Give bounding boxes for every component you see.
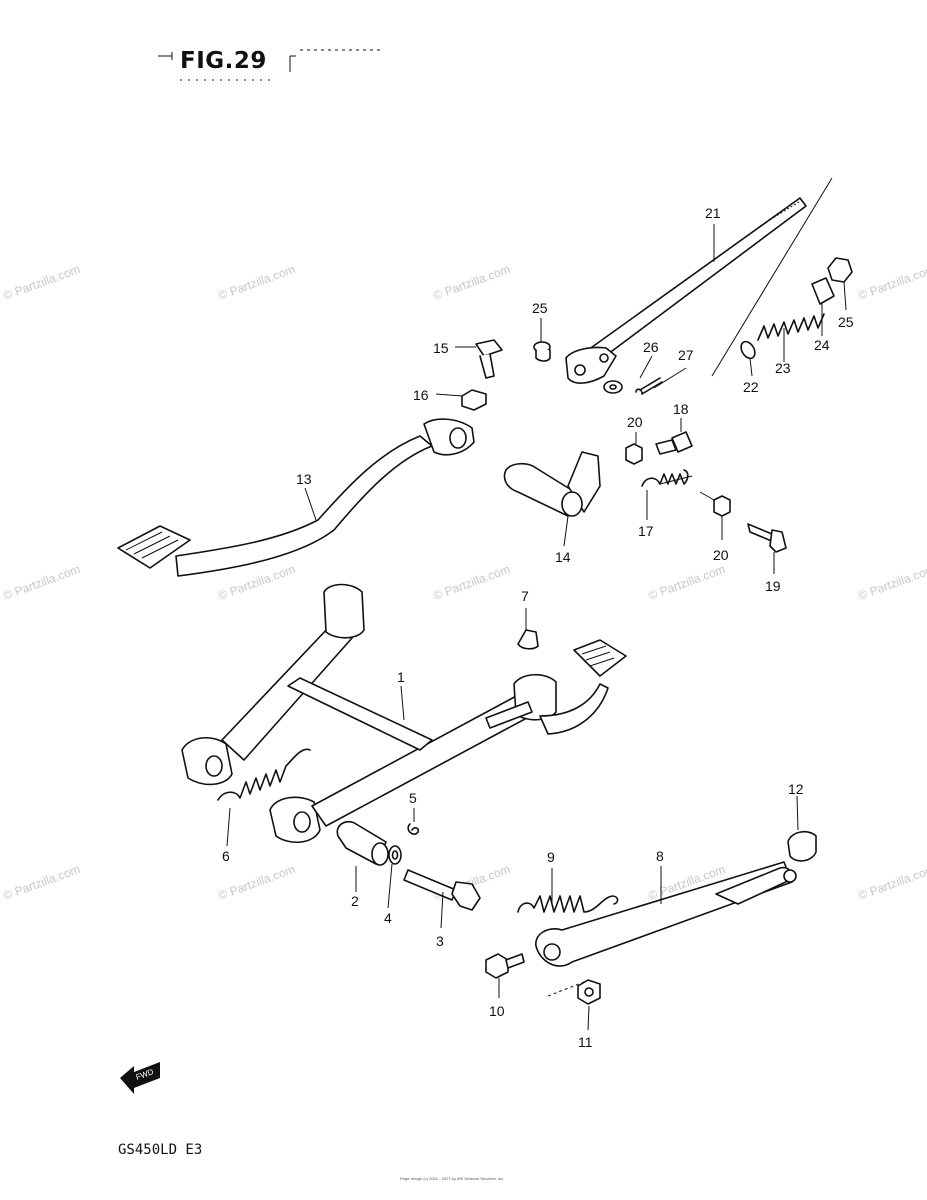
label-part-18: 18 bbox=[673, 401, 689, 417]
part-25-nut bbox=[827, 257, 853, 283]
figure-title: FIG.29 bbox=[180, 48, 267, 74]
label-part-25: 25 bbox=[838, 314, 854, 330]
part-20-nut-lower bbox=[713, 495, 731, 517]
watermark: © Partzilla.com bbox=[646, 562, 727, 603]
part-6-spring bbox=[217, 748, 311, 801]
part-18-bolt bbox=[655, 431, 693, 455]
copyright-credit: Page design (c) 2001 - 2017 by ARI Netwo… bbox=[400, 1176, 505, 1181]
part-23-spring bbox=[757, 313, 825, 341]
part-27-washer bbox=[603, 380, 623, 394]
part-labels: 15 16 25 21 26 27 22 23 24 25 20 18 13 1… bbox=[222, 205, 854, 1050]
label-part-22: 22 bbox=[743, 379, 759, 395]
part-15-bolt bbox=[475, 339, 503, 379]
label-part-13: 13 bbox=[296, 471, 312, 487]
watermark: © Partzilla.com bbox=[1, 562, 82, 603]
watermark: © Partzilla.com bbox=[216, 862, 297, 903]
leader-lines bbox=[226, 224, 847, 1031]
title-decorations bbox=[158, 49, 380, 81]
watermark: © Partzilla.com bbox=[1, 862, 82, 903]
part-13-brake-pedal bbox=[117, 418, 475, 577]
watermark: © Partzilla.com bbox=[856, 562, 927, 603]
part-9-spring bbox=[517, 895, 619, 913]
watermark: © Partzilla.com bbox=[1, 262, 82, 303]
watermark: © Partzilla.com bbox=[431, 262, 512, 303]
part-1-center-stand bbox=[181, 583, 627, 843]
watermark: © Partzilla.com bbox=[431, 562, 512, 603]
label-part-16: 16 bbox=[413, 387, 429, 403]
label-part-11: 11 bbox=[578, 1034, 593, 1050]
label-part-6: 6 bbox=[222, 848, 230, 864]
part-19-bolt bbox=[747, 523, 787, 553]
label-part-14: 14 bbox=[555, 549, 571, 565]
part-10-bolt bbox=[485, 953, 525, 979]
part-24-joint bbox=[811, 277, 835, 305]
label-part-20-lower: 20 bbox=[713, 547, 729, 563]
label-part-8: 8 bbox=[656, 848, 664, 864]
part-11-nut bbox=[577, 979, 601, 1005]
part-22-washer bbox=[740, 340, 756, 360]
label-part-23: 23 bbox=[775, 360, 791, 376]
label-part-27: 26 bbox=[643, 339, 659, 355]
label-part-5: 5 bbox=[409, 790, 417, 806]
watermark: © Partzilla.com bbox=[856, 262, 927, 303]
label-part-9: 9 bbox=[547, 849, 555, 865]
label-part-1: 1 bbox=[397, 669, 405, 685]
part-14-brake-shaft bbox=[503, 451, 601, 517]
watermark: © Partzilla.com bbox=[856, 862, 927, 903]
part-7-cap bbox=[517, 629, 539, 650]
part-20-nut-upper bbox=[625, 443, 643, 465]
part-17-spring bbox=[641, 469, 693, 487]
label-part-28: 27 bbox=[678, 347, 694, 363]
label-part-12: 12 bbox=[788, 781, 804, 797]
forward-arrow-icon: FWD bbox=[120, 1062, 160, 1094]
label-part-4: 4 bbox=[384, 910, 392, 926]
part-5-clip bbox=[407, 823, 420, 835]
label-part-2: 2 bbox=[351, 893, 359, 909]
label-part-17: 17 bbox=[638, 523, 654, 539]
watermark: © Partzilla.com bbox=[216, 262, 297, 303]
part-4-washer bbox=[388, 845, 402, 865]
label-part-20-upper: 20 bbox=[627, 414, 643, 430]
part-21-rod bbox=[565, 177, 833, 384]
label-part-10: 10 bbox=[489, 1003, 505, 1019]
watermark-layer: © Partzilla.com © Partzilla.com © Partzi… bbox=[1, 262, 927, 903]
label-part-26: 25 bbox=[532, 300, 548, 316]
label-part-19: 19 bbox=[765, 578, 781, 594]
part-26-pin bbox=[533, 341, 551, 362]
part-28-cotter-pin bbox=[635, 377, 663, 395]
label-part-3: 3 bbox=[436, 933, 444, 949]
part-12-rubber bbox=[787, 830, 817, 862]
part-16-nut bbox=[461, 389, 487, 411]
label-part-7: 7 bbox=[521, 588, 529, 604]
label-part-15: 15 bbox=[433, 340, 449, 356]
part-2-collar bbox=[336, 820, 389, 866]
label-part-24: 24 bbox=[814, 337, 830, 353]
model-code: GS450LD E3 bbox=[118, 1142, 203, 1158]
label-part-21: 21 bbox=[705, 205, 721, 221]
part-8-side-stand bbox=[535, 861, 797, 967]
